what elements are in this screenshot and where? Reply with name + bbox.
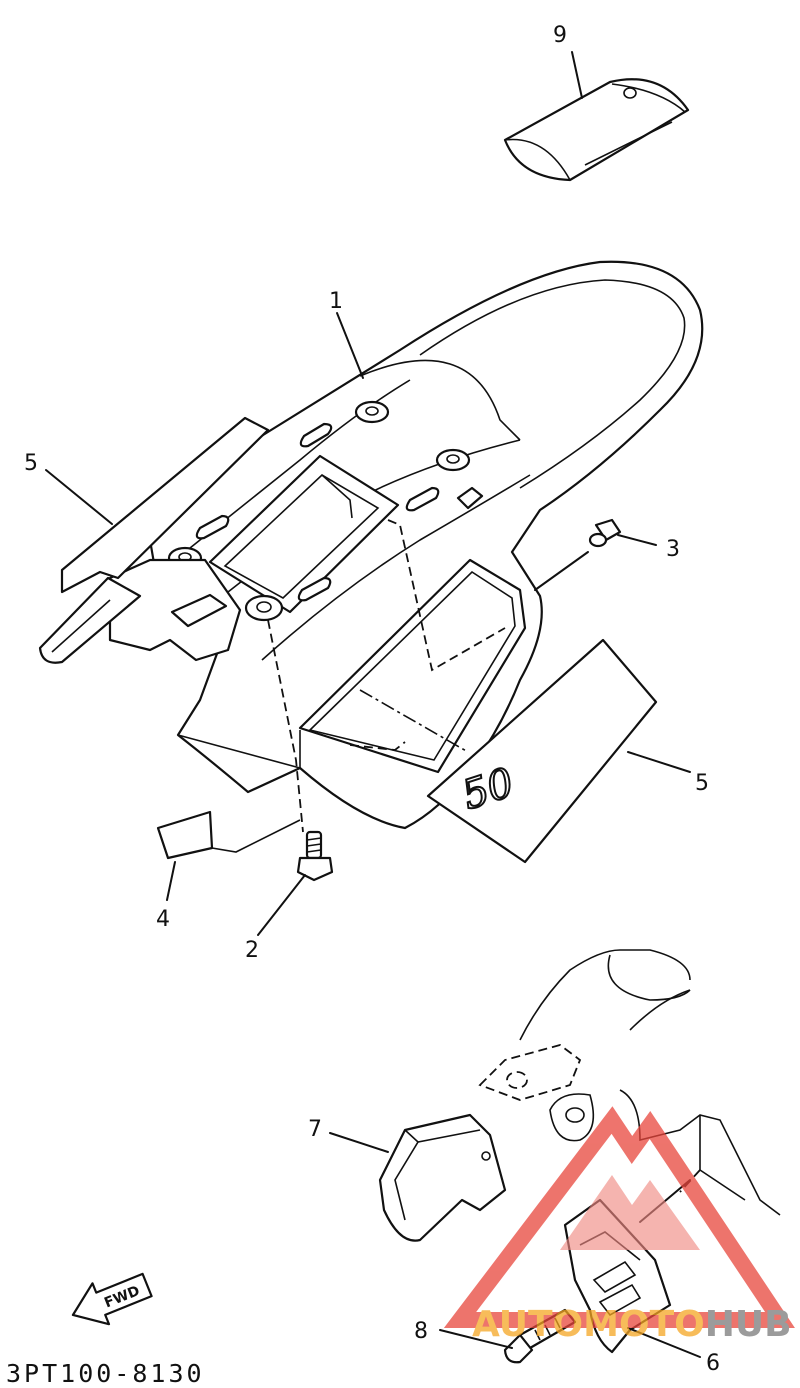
fwd-arrow-icon: FWD [71, 1272, 153, 1326]
watermark-text-orange: AUTOMOTO [472, 1304, 705, 1345]
part-3-screw [588, 518, 622, 548]
callout-2: 2 [245, 938, 259, 963]
callout-7: 7 [308, 1117, 322, 1142]
part-7-bracket [378, 1113, 507, 1242]
frame-detail [478, 949, 781, 1216]
watermark-text-grey: HUB [705, 1304, 792, 1345]
callout-6: 6 [706, 1351, 720, 1376]
part-5-left-plate [38, 416, 270, 664]
callout-4: 4 [156, 907, 170, 932]
watermark-logo-icon [443, 1106, 795, 1328]
hidden-lines [267, 519, 506, 833]
automotohub-watermark: AUTOMOTOHUB [443, 1106, 795, 1345]
part-2-bolt [296, 830, 334, 882]
callout-5a: 5 [24, 451, 38, 476]
callout-8: 8 [414, 1319, 428, 1344]
callout-1: 1 [329, 289, 343, 314]
leader-lines [45, 51, 701, 1358]
part-1-rear-fender [108, 260, 704, 830]
callout-9: 9 [553, 23, 567, 48]
callout-3: 3 [666, 537, 680, 562]
drawing-code: 3PT100-8130 [6, 1359, 205, 1388]
part-4-pad [156, 810, 301, 860]
part-5-right-decal: 50 [426, 638, 658, 864]
callout-labels: 9 1 5 3 5 4 2 7 8 6 [24, 23, 720, 1376]
callout-5b: 5 [695, 771, 709, 796]
watermark-text: AUTOMOTOHUB [472, 1304, 792, 1345]
part-9-end-cap [503, 78, 690, 182]
